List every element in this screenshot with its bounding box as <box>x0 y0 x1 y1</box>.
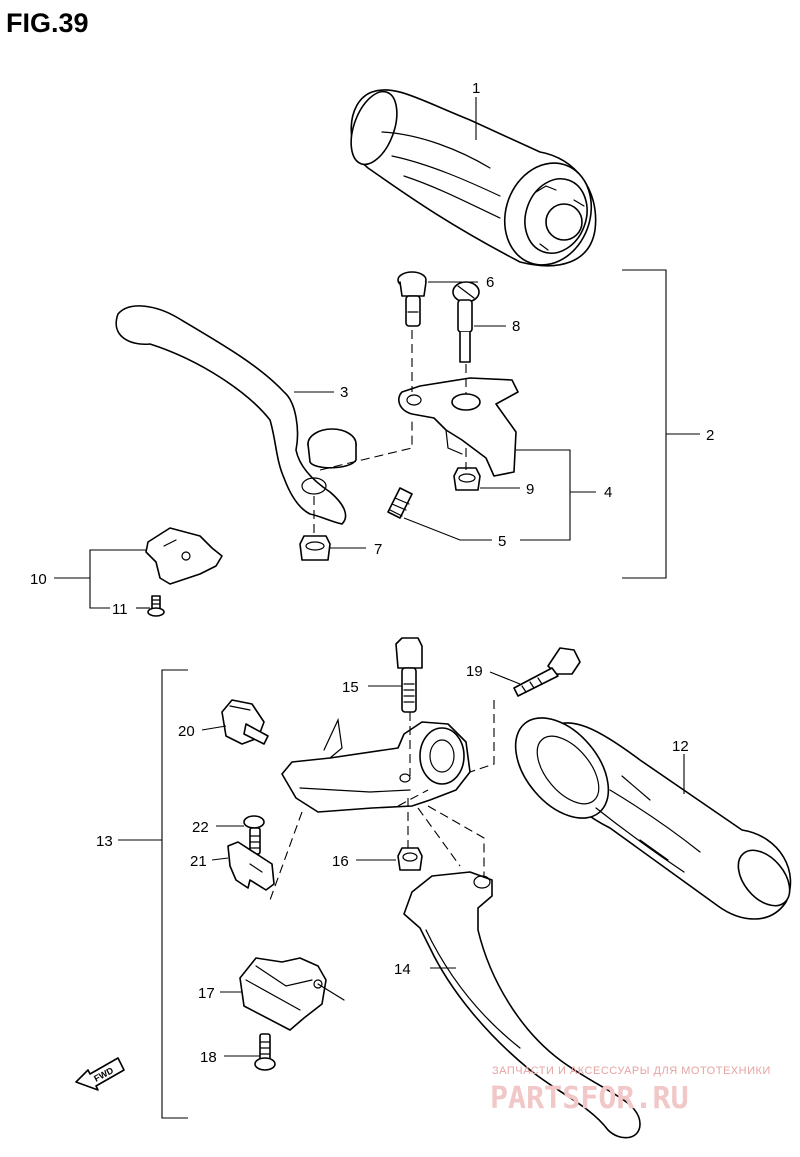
callout-17: 17 <box>198 985 215 1002</box>
clutch-lever-holder <box>281 717 471 813</box>
part-6-pivot-bolt <box>397 271 427 327</box>
callout-numbers: 1 2 3 4 5 6 7 8 9 10 11 12 13 14 15 16 1… <box>30 80 714 1066</box>
callout-6: 6 <box>486 274 494 291</box>
leader-lines <box>54 97 700 1119</box>
part-3-brake-lever <box>115 305 357 525</box>
callout-18: 18 <box>200 1049 217 1066</box>
callout-21: 21 <box>190 853 207 870</box>
part-15-pivot-bolt <box>395 637 423 713</box>
part-17-clutch-switch <box>239 957 345 1031</box>
callout-11: 11 <box>112 601 128 618</box>
callout-20: 20 <box>178 723 195 740</box>
part-7-nut <box>299 535 331 561</box>
callout-10: 10 <box>30 571 47 588</box>
part-9-nut <box>453 467 481 491</box>
callout-3: 3 <box>340 384 348 401</box>
part-11-screw <box>147 595 165 617</box>
callout-7: 7 <box>374 541 382 558</box>
part-12-left-grip <box>514 717 792 920</box>
figure-title: FIG.39 <box>6 8 89 38</box>
watermark-tagline: ЗАПЧАСТИ И АКСЕССУАРЫ ДЛЯ МОТОТЕХНИКИ <box>492 1065 771 1077</box>
assembly-guide-lines <box>269 330 495 901</box>
part-14-clutch-lever <box>403 871 641 1139</box>
callout-9: 9 <box>526 481 534 498</box>
part-21-bracket <box>227 841 275 891</box>
part-10-brake-switch <box>145 527 223 585</box>
part-22-screw <box>243 815 265 855</box>
callout-8: 8 <box>512 318 520 335</box>
part-19-bolt <box>513 647 581 697</box>
callout-15: 15 <box>342 679 359 696</box>
callout-22: 22 <box>192 819 209 836</box>
watermark: ЗАПЧАСТИ И АКСЕССУАРЫ ДЛЯ МОТОТЕХНИКИ PA… <box>490 1065 771 1116</box>
part-8-adjuster-bolt <box>452 281 480 363</box>
callout-16: 16 <box>332 853 349 870</box>
part-1-throttle-grip <box>350 89 597 267</box>
part-20-adjuster <box>221 699 269 745</box>
callout-12: 12 <box>672 738 689 755</box>
fwd-direction-arrow: FWD <box>75 1057 125 1091</box>
callout-5: 5 <box>498 533 506 550</box>
callout-4: 4 <box>604 484 612 501</box>
callout-14: 14 <box>394 961 411 978</box>
watermark-logo: PARTSFOR.RU <box>490 1081 689 1116</box>
callout-2: 2 <box>706 427 714 444</box>
callout-19: 19 <box>466 663 483 680</box>
callout-1: 1 <box>472 80 480 97</box>
part-5-spring <box>387 487 413 519</box>
callout-13: 13 <box>96 833 113 850</box>
part-18-screw <box>254 1033 276 1071</box>
part-4-lever-bracket <box>398 377 519 477</box>
part-16-nut <box>397 847 423 871</box>
